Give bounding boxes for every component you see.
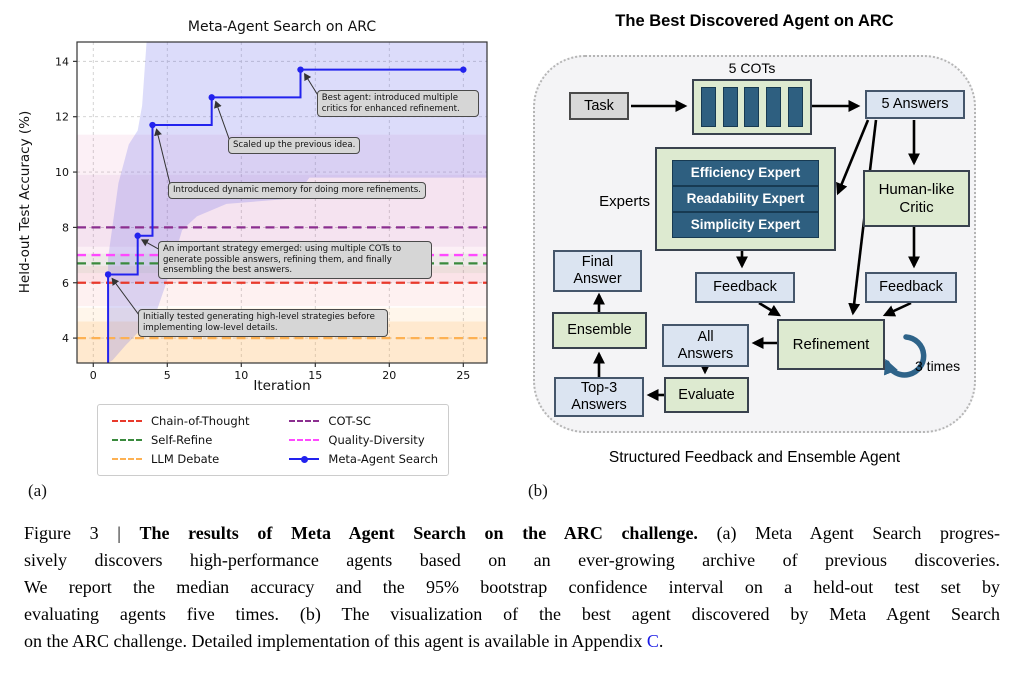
node-readability-expert: Readability Expert	[672, 186, 819, 212]
node-top3-answers: Top-3 Answers	[554, 377, 644, 417]
caption-bold-title: The results of Meta Agent Search on the …	[139, 523, 698, 543]
caption-text: Figure 3 |	[24, 523, 140, 543]
chart-annotation: Scaled up the previous idea.	[227, 136, 361, 154]
y-tick-label: 12	[55, 111, 69, 124]
y-tick-label: 14	[55, 55, 69, 68]
y-tick-label: 8	[62, 221, 69, 234]
y-tick-label: 10	[55, 166, 69, 179]
legend-item: Chain-of-Thought	[112, 414, 259, 428]
legend-label: Self-Refine	[151, 433, 213, 447]
x-tick-label: 5	[164, 369, 171, 382]
loop-count-label: 3 times	[915, 358, 961, 374]
legend-item: Quality-Diversity	[289, 433, 448, 447]
x-tick-label: 0	[90, 369, 97, 382]
legend-label: Meta-Agent Search	[328, 452, 439, 466]
x-tick-label: 25	[456, 369, 470, 382]
caption-text: .	[658, 631, 664, 651]
legend-label: COT-SC	[328, 414, 371, 428]
cot-bar	[788, 87, 804, 127]
chart-title: Meta-Agent Search on ARC	[187, 19, 377, 35]
node-cots	[692, 79, 812, 135]
legend-item: LLM Debate	[112, 452, 259, 466]
node-refinement: Refinement	[777, 319, 885, 370]
x-tick-label: 15	[308, 369, 322, 382]
node-final-answer: Final Answer	[553, 250, 642, 292]
cot-bars	[694, 81, 810, 133]
experts-label: Experts	[599, 193, 650, 210]
legend-swatch	[112, 458, 142, 460]
node-efficiency-expert: Efficiency Expert	[672, 160, 819, 186]
legend-label: Chain-of-Thought	[151, 414, 250, 428]
caption-line: sively discovers high-performance agents…	[24, 550, 1000, 570]
chart-annotation: An important strategy emerged: using mul…	[157, 240, 432, 280]
diagram-title: The Best Discovered Agent on ARC	[615, 12, 894, 30]
diagram-caption: Structured Feedback and Ensemble Agent	[608, 449, 901, 466]
caption-line: on the ARC challenge. Detailed implement…	[24, 628, 1000, 655]
chart-annotation: Best agent: introduced multiple critics …	[316, 89, 479, 118]
panel-a-chart: 0 5 10 15 20 25 4 6 8 10 12 14 Meta-Agent Search on…	[0, 0, 512, 512]
panel-b-label: (b)	[528, 481, 548, 500]
cot-bar	[700, 87, 716, 127]
chart-annotation: Introduced dynamic memory for doing more…	[168, 182, 426, 199]
legend-swatch	[112, 439, 142, 441]
cots-count-label: 5 COTs	[728, 60, 776, 76]
legend-item: Self-Refine	[112, 433, 259, 447]
node-simplicity-expert: Simplicity Expert	[672, 212, 819, 238]
caption-text: on the ARC challenge. Detailed implement…	[24, 631, 647, 651]
legend-item: Meta-Agent Search	[289, 452, 448, 466]
node-all-answers: All Answers	[662, 324, 749, 367]
caption-line: Figure 3 | The results of Meta Agent Sea…	[24, 520, 1000, 547]
chart-annotation: Initially tested generating high-level s…	[137, 309, 388, 337]
arrow-feedbackL-to-refine	[758, 301, 782, 317]
agent-flow-container: 5 COTs Task 5 Answers Experts Efficiency…	[533, 55, 976, 433]
node-feedback-right: Feedback	[865, 272, 957, 303]
legend-swatch	[289, 439, 320, 441]
caption-line: We report the median accuracy and the 95…	[24, 577, 1000, 597]
caption-line: evaluating agents five times. (b) The vi…	[24, 604, 1000, 624]
node-human-like-critic: Human-like Critic	[863, 170, 970, 227]
y-tick-label: 6	[62, 277, 69, 290]
node-task: Task	[569, 92, 629, 120]
cot-bar	[766, 87, 782, 127]
x-tick-label: 10	[234, 369, 248, 382]
cot-bar	[744, 87, 760, 127]
legend-swatch	[289, 420, 320, 422]
panel-a-label: (a)	[28, 481, 47, 500]
x-axis-label: Iteration	[253, 378, 311, 394]
legend-swatch	[112, 420, 142, 422]
cot-bar	[722, 87, 738, 127]
node-evaluate: Evaluate	[664, 377, 749, 413]
caption-text: (a) Meta Agent Search progres-	[697, 523, 1000, 543]
appendix-c-link[interactable]: C	[646, 631, 659, 651]
node-ensemble: Ensemble	[552, 312, 647, 349]
node-experts-group: Efficiency Expert Readability Expert Sim…	[655, 147, 836, 251]
arrow-feedbackR-to-refine	[882, 301, 912, 317]
y-tick-label: 4	[62, 332, 69, 345]
x-tick-label: 20	[382, 369, 396, 382]
legend-item: COT-SC	[289, 414, 448, 428]
y-axis-label: Held-out Test Accuracy (%)	[17, 110, 33, 294]
legend-swatch	[289, 455, 320, 463]
node-5-answers: 5 Answers	[865, 90, 965, 119]
legend-label: Quality-Diversity	[328, 433, 425, 447]
figure-caption: Figure 3 | The results of Meta Agent Sea…	[24, 520, 1000, 655]
node-feedback-left: Feedback	[695, 272, 795, 303]
legend-label: LLM Debate	[151, 452, 220, 466]
